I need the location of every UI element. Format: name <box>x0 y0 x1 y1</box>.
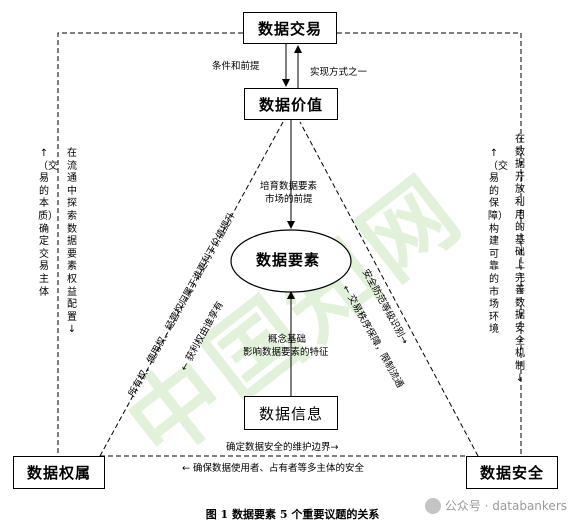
label-ensure: ← 确保数据使用者、占有者等多主体的安全 <box>182 463 364 474</box>
label-cultivate-2: 市场的前提 <box>265 194 313 205</box>
brand-label: 公众号 · databankers <box>444 499 567 513</box>
node-data-value: 数据价值 <box>244 88 338 120</box>
outer-dashed-frame <box>57 32 522 456</box>
label-condition: 条件和前提 <box>212 61 260 72</box>
label-cultivate-1: 培育数据要素 <box>260 181 318 192</box>
label-left-outer: ↑（交易的本质）确定交易主体 <box>38 148 58 298</box>
triangle-right-side <box>299 121 479 457</box>
figure-caption: 图 1 数据要素 5 个重要议题的关系 <box>205 508 380 521</box>
wechat-icon <box>424 497 441 514</box>
label-realization: 实现方式之一 <box>310 67 368 78</box>
label-concept-1: 概念基础 <box>268 334 307 345</box>
label-boundary: 确定数据安全的维护边界→ <box>226 442 339 453</box>
node-data-element: 数据要素 <box>256 251 321 269</box>
node-data-information: 数据信息 <box>244 396 338 430</box>
label-concept-2: 影响数据要素的特征 <box>243 347 329 358</box>
node-data-security: 数据安全 <box>466 456 558 489</box>
brand-tag: 公众号 · databankers <box>424 497 567 514</box>
label-left-inner: 在流通中探索数据要素权益配置↓ <box>67 148 77 336</box>
node-data-rights: 数据权属 <box>13 456 105 489</box>
element-ellipse <box>230 229 352 293</box>
label-right-inner: ↑（交易的保障）构建可靠的市场环境 <box>488 148 508 336</box>
node-data-trading: 数据交易 <box>243 12 337 44</box>
label-right-outer: 在数据开放利用的基础上完善数据安全机制↓ <box>515 134 525 385</box>
